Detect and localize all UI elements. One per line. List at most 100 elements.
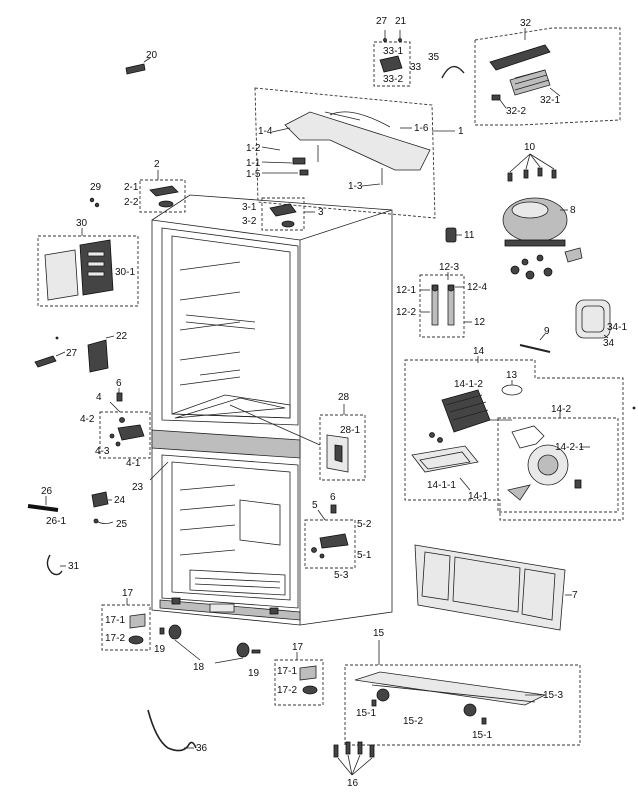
label-17-2-right: 17-2 [277,685,297,696]
label-5-2: 5-2 [357,519,372,530]
label-32: 32 [520,18,532,29]
part-28-group [229,404,366,481]
label-15: 15 [373,628,385,639]
label-19-left: 19 [154,644,166,655]
label-34-1: 34-1 [607,322,627,333]
label-23: 23 [132,482,144,493]
label-31: 31 [68,561,80,572]
part-33-group [373,30,411,87]
part-13 [501,380,523,396]
label-4-3: 4-3 [95,446,110,457]
label-3: 3 [318,207,324,218]
stray-dot [55,336,59,340]
label-12-2: 12-2 [396,307,416,318]
part-5-group [304,509,356,569]
label-36: 36 [196,743,208,754]
part-25 [93,518,114,524]
label-17-right: 17 [292,642,304,653]
label-17-1-left: 17-1 [105,615,125,626]
label-27-left: 27 [66,348,78,359]
part-29 [89,197,100,208]
label-17-1-right: 17-1 [277,666,297,677]
label-30-1: 30-1 [115,267,135,278]
part-26 [27,496,59,512]
label-14-1-2: 14-1-2 [454,379,483,390]
label-7: 7 [572,590,578,601]
label-16: 16 [347,778,359,789]
part-22 [87,335,115,373]
label-32-2: 32-2 [506,106,526,117]
label-33-2: 33-2 [383,74,403,85]
part-7-rear-panel [414,544,572,631]
part-27-left [34,351,66,368]
part-10-screws [507,153,557,182]
part-36 [147,709,197,752]
label-29: 29 [90,182,102,193]
label-4-1: 4-1 [126,458,141,469]
label-13: 13 [506,370,518,381]
label-5-3: 5-3 [334,570,349,581]
label-17-2-left: 17-2 [105,633,125,644]
part-14-group [404,356,624,521]
label-14: 14 [473,346,485,357]
part-6-screw-right [330,504,337,514]
label-1-2: 1-2 [246,143,261,154]
label-2-2: 2-2 [124,197,139,208]
label-22: 22 [116,331,128,342]
label-14-1-1: 14-1-1 [427,480,456,491]
label-11: 11 [464,230,475,241]
label-19-right: 19 [248,668,260,679]
part-8-compressor [502,197,583,280]
label-28-1: 28-1 [340,425,360,436]
stray-dot [632,406,636,410]
label-18: 18 [193,662,205,673]
part-17-left-group [101,598,151,651]
label-35: 35 [428,52,440,63]
shelf-rails-upper [179,261,256,386]
label-14-2: 14-2 [551,404,571,415]
label-12: 12 [474,317,486,328]
part-23-pointer [149,461,169,481]
part-32-group [474,27,621,126]
part-34 [575,299,611,339]
part-3-group [261,197,315,231]
freezer-liner-details [179,484,286,596]
label-1-3: 1-3 [348,181,363,192]
label-27-top: 27 [376,16,388,27]
part-18-wheels [159,624,261,664]
label-5-1: 5-1 [357,550,372,561]
part-6-screw-left [116,388,123,402]
part-30-group [37,228,139,307]
label-12-1: 12-1 [396,285,416,296]
part-2-group [139,170,186,213]
label-4-2: 4-2 [80,414,95,425]
label-15-1-right: 15-1 [472,730,492,741]
part-20 [125,57,151,75]
label-30: 30 [76,218,88,229]
part-9 [519,333,551,353]
label-6-left: 6 [116,378,122,389]
label-15-2: 15-2 [403,716,423,727]
part-17-right-group [274,652,324,706]
label-1-1: 1-1 [246,158,261,169]
part-35 [441,65,465,79]
label-1: 1 [458,126,464,137]
label-21: 21 [395,16,407,27]
part-16-screws [333,741,375,776]
part-11 [445,227,462,243]
label-15-1-left: 15-1 [356,708,376,719]
label-4: 4 [96,392,102,403]
label-9: 9 [544,326,550,337]
label-25: 25 [116,519,128,530]
label-17-left: 17 [122,588,134,599]
label-1-6: 1-6 [414,123,429,134]
label-24: 24 [114,495,126,506]
label-10: 10 [524,142,536,153]
label-3-1: 3-1 [242,202,257,213]
label-12-4: 12-4 [467,282,487,293]
label-3-2: 3-2 [242,216,257,227]
label-8: 8 [570,205,576,216]
label-2: 2 [154,159,160,170]
